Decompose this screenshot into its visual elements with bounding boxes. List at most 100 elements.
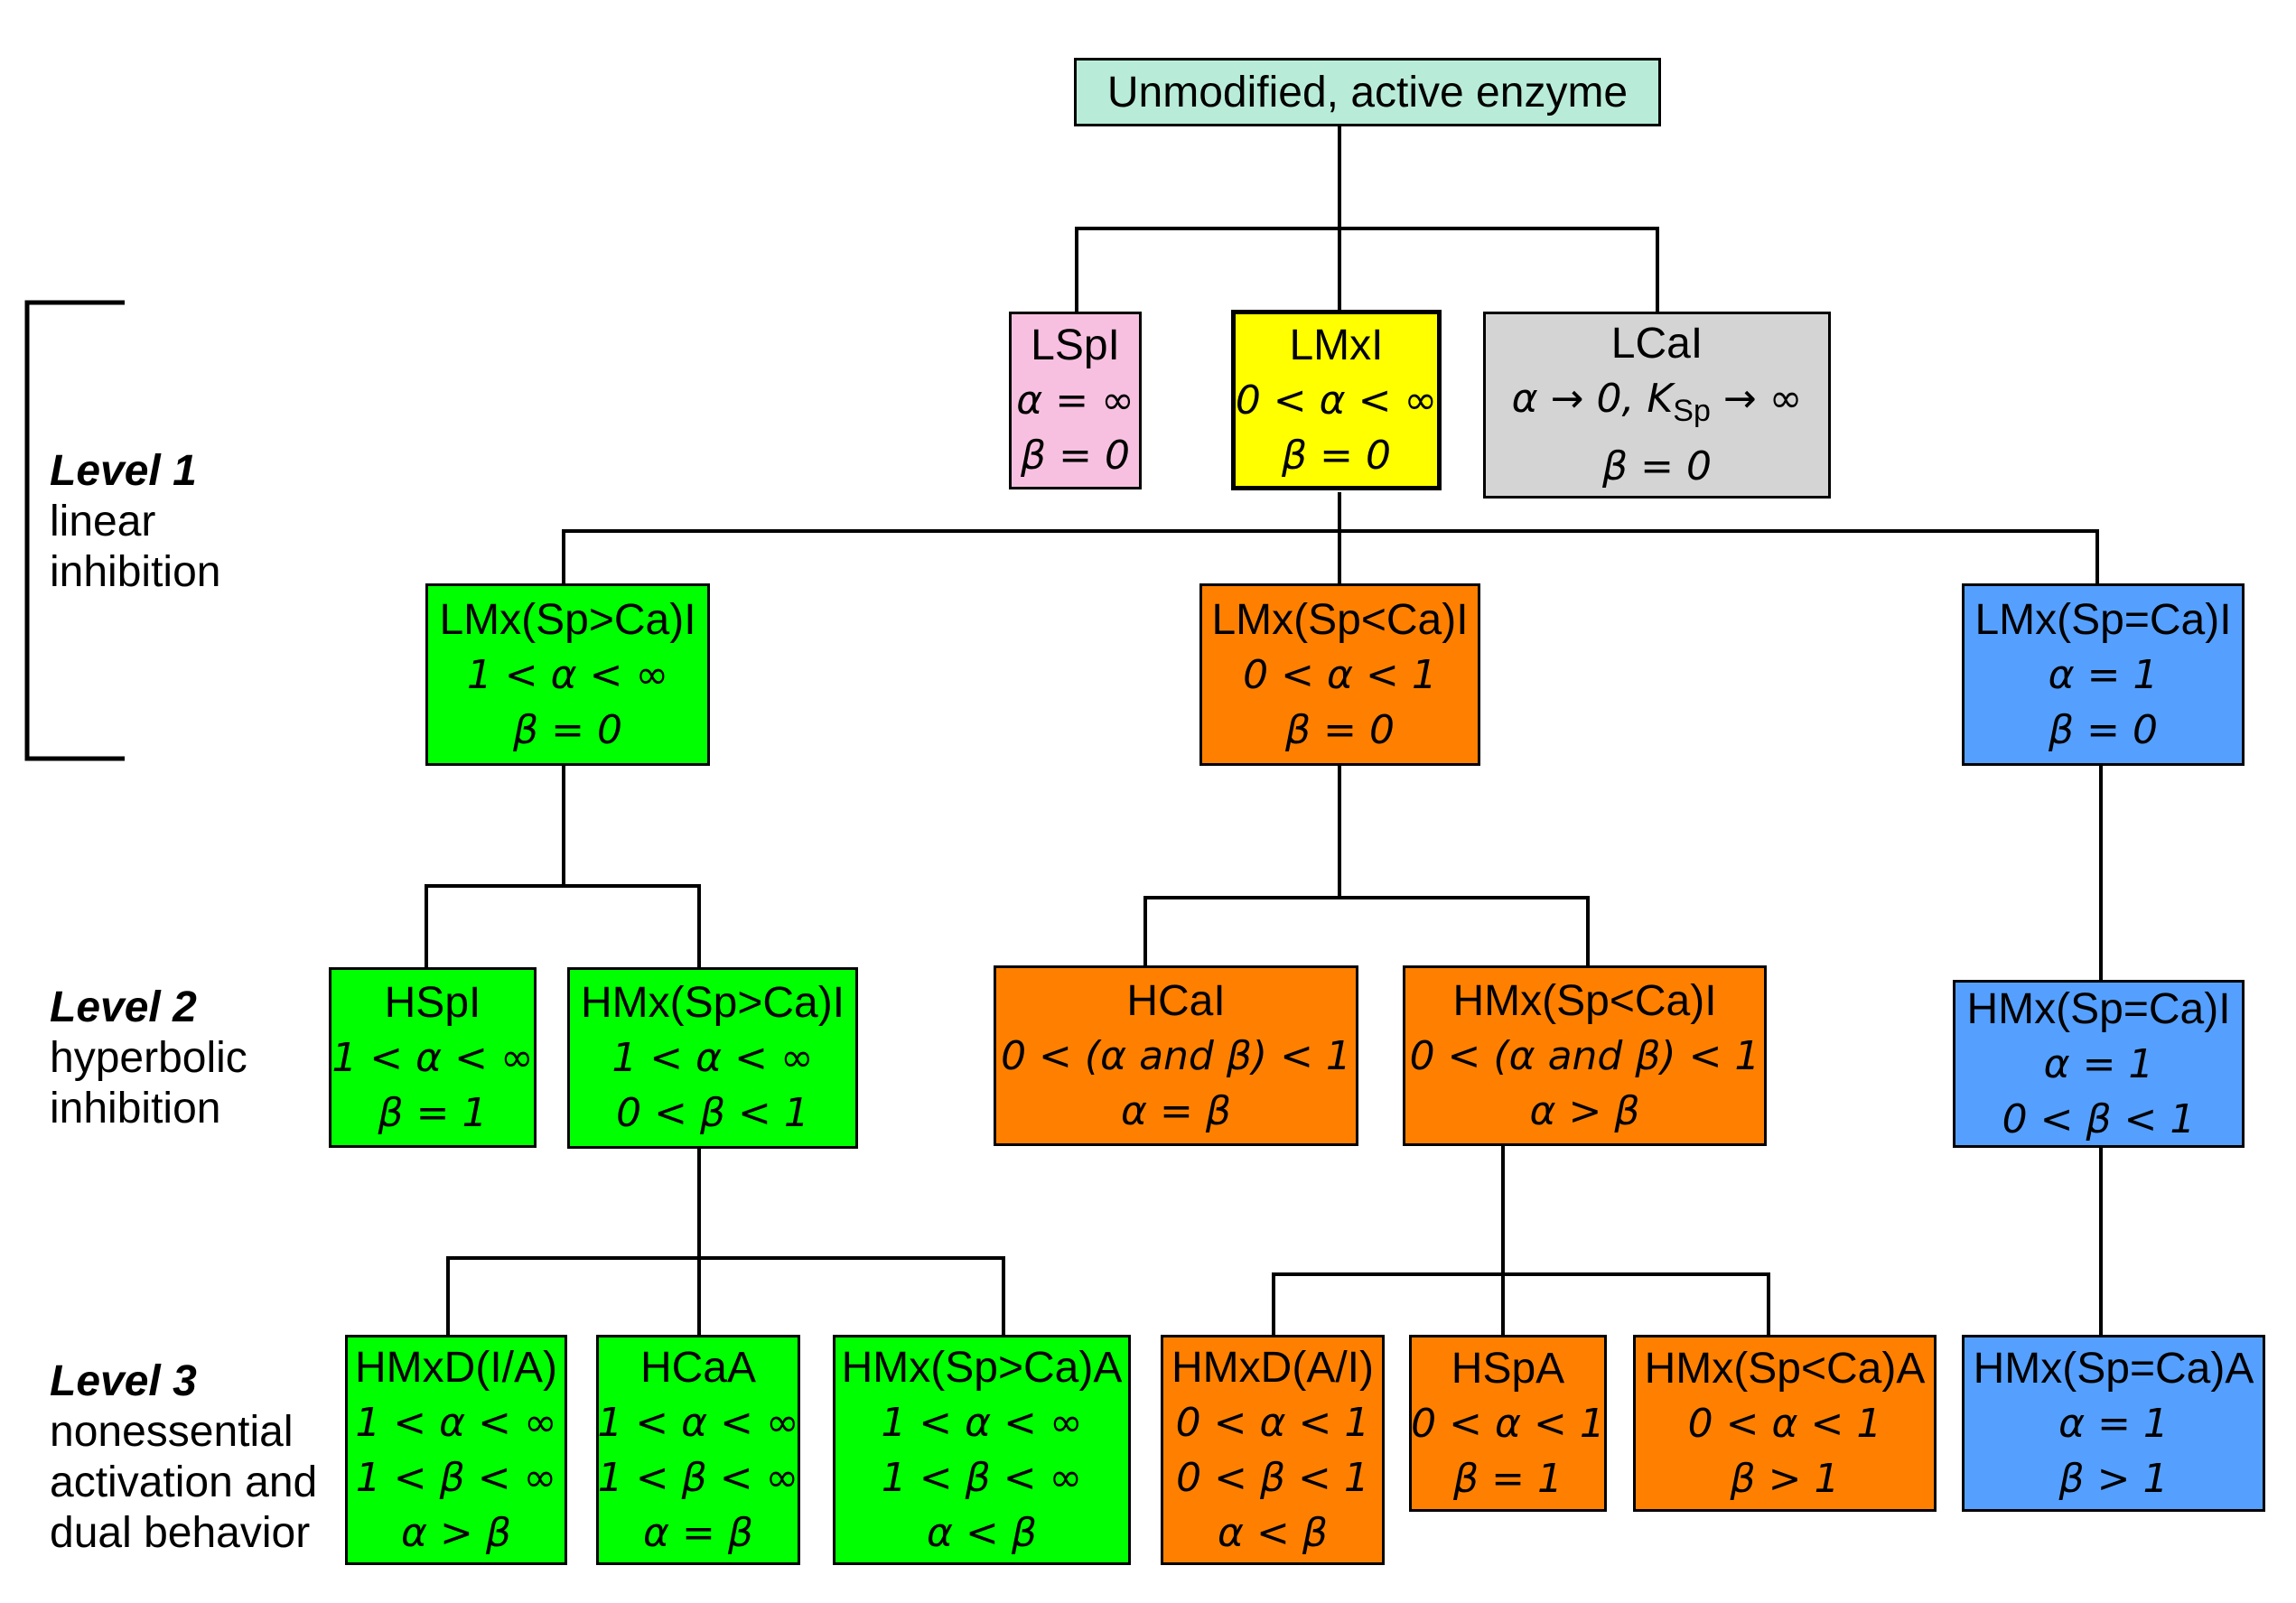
- node-condition: α > β: [401, 1509, 511, 1556]
- node-label: LCaI: [1610, 320, 1703, 368]
- node-condition: α < β: [927, 1509, 1037, 1556]
- node-condition: β = 0: [1021, 433, 1130, 479]
- node-label: Unmodified, active enzyme: [1106, 68, 1629, 116]
- level-title: Level 3: [50, 1357, 197, 1405]
- node-condition: 0 < β < 1: [616, 1090, 809, 1136]
- node-condition: α = 1: [2058, 1400, 2169, 1447]
- level-description: dual behavior: [50, 1509, 311, 1557]
- level-description: nonessential: [50, 1408, 294, 1456]
- node-condition: 0 < α < ∞: [1235, 377, 1438, 424]
- node-condition: 1 < β < ∞: [355, 1454, 557, 1501]
- node-label: HCaI: [1126, 976, 1226, 1025]
- node-condition: 1 < α < ∞: [355, 1399, 557, 1446]
- level-title: Level 1: [50, 447, 197, 495]
- node-condition: α = 1: [2043, 1040, 2154, 1087]
- node-condition: β = 0: [2049, 706, 2158, 753]
- node-condition: β = 0: [1285, 706, 1395, 753]
- node-condition: β = 0: [513, 706, 622, 753]
- node-label: HMx(Sp<Ca)A: [1644, 1344, 1926, 1393]
- level-description: inhibition: [50, 1085, 221, 1132]
- root-node: Unmodified, active enzyme: [1074, 58, 1661, 126]
- level-title: Level 2: [50, 983, 197, 1031]
- node-label: HSpA: [1451, 1344, 1565, 1393]
- node-label: LMxI: [1289, 321, 1384, 369]
- node-lmx-sp-gt-ca-i: LMx(Sp>Ca)I 1 < α < ∞ β = 0: [425, 583, 710, 766]
- node-condition: α < β: [1218, 1509, 1328, 1556]
- node-condition: α = β: [1121, 1087, 1231, 1134]
- level-3-caption: Level 3 nonessential activation and dual…: [50, 1356, 317, 1559]
- node-condition: α > β: [1529, 1087, 1640, 1134]
- node-condition: 1 < β < ∞: [597, 1454, 799, 1501]
- node-hmx-sp-lt-ca-a: HMx(Sp<Ca)A 0 < α < 1 β > 1: [1633, 1335, 1937, 1512]
- node-label: HMx(Sp=Ca)A: [1973, 1344, 2254, 1393]
- level-2-caption: Level 2 hyperbolic inhibition: [50, 983, 247, 1134]
- connector: [1143, 896, 1590, 967]
- node-condition: 0 < (α and β) < 1: [1001, 1032, 1351, 1079]
- node-hspa: HSpA 0 < α < 1 β = 1: [1409, 1335, 1607, 1512]
- node-label: HCaA: [639, 1343, 757, 1392]
- node-hmxd-a-i: HMxD(A/I) 0 < α < 1 0 < β < 1 α < β: [1161, 1335, 1385, 1565]
- node-label: HMxD(A/I): [1171, 1343, 1374, 1392]
- connector: [446, 1256, 1005, 1337]
- node-condition: α = 1: [2048, 651, 2159, 698]
- node-label: HMx(Sp>Ca)I: [580, 979, 845, 1027]
- node-condition: α = β: [643, 1509, 753, 1556]
- node-condition: 0 < α < 1: [1175, 1399, 1370, 1446]
- node-condition: α = ∞: [1016, 377, 1134, 424]
- node-hmx-sp-gt-ca-i: HMx(Sp>Ca)I 1 < α < ∞ 0 < β < 1: [567, 967, 858, 1149]
- node-condition: β = 1: [1453, 1455, 1563, 1502]
- level-1-caption: Level 1 linear inhibition: [50, 446, 220, 598]
- node-condition: 0 < α < 1: [1687, 1400, 1882, 1447]
- node-hcai: HCaI 0 < (α and β) < 1 α = β: [994, 965, 1358, 1146]
- node-condition: 1 < α < ∞: [597, 1399, 799, 1446]
- node-label: HMx(Sp=Ca)I: [1966, 984, 2231, 1033]
- node-hspi: HSpI 1 < α < ∞ β = 1: [329, 967, 537, 1148]
- node-condition: 0 < β < 1: [2002, 1095, 2196, 1142]
- node-condition: 0 < β < 1: [1176, 1454, 1369, 1501]
- node-lmx-sp-eq-ca-i: LMx(Sp=Ca)I α = 1 β = 0: [1962, 583, 2245, 766]
- node-condition: 0 < (α and β) < 1: [1409, 1032, 1760, 1079]
- node-label: HMxD(I/A): [355, 1343, 557, 1392]
- node-condition: β = 0: [1282, 432, 1391, 479]
- node-lspi: LSpI α = ∞ β = 0: [1009, 312, 1142, 489]
- node-condition: 1 < α < ∞: [881, 1399, 1083, 1446]
- node-hmxd-i-a: HMxD(I/A) 1 < α < ∞ 1 < β < ∞ α > β: [345, 1335, 567, 1565]
- level-description: linear: [50, 498, 156, 545]
- node-label: LMx(Sp=Ca)I: [1974, 595, 2232, 644]
- node-hcaa: HCaA 1 < α < ∞ 1 < β < ∞ α = β: [596, 1335, 800, 1565]
- node-label: LMx(Sp<Ca)I: [1211, 595, 1469, 644]
- node-hmx-sp-eq-ca-i: HMx(Sp=Ca)I α = 1 0 < β < 1: [1953, 980, 2245, 1148]
- connector: [425, 884, 701, 969]
- node-condition: 0 < α < 1: [1243, 651, 1437, 698]
- level-description: activation and: [50, 1459, 318, 1506]
- node-label: LMx(Sp>Ca)I: [439, 595, 696, 644]
- node-lcai: LCaI α → 0, KSp → ∞ β = 0: [1483, 312, 1831, 499]
- level-description: hyperbolic: [50, 1034, 247, 1082]
- connector: [1272, 1272, 1770, 1337]
- node-hmx-sp-eq-ca-a: HMx(Sp=Ca)A α = 1 β > 1: [1962, 1335, 2265, 1512]
- node-lmxi: LMxI 0 < α < ∞ β = 0: [1231, 310, 1442, 490]
- node-lmx-sp-lt-ca-i: LMx(Sp<Ca)I 0 < α < 1 β = 0: [1199, 583, 1480, 766]
- node-label: LSpI: [1031, 322, 1120, 369]
- level-1-bracket: [24, 300, 125, 761]
- node-label: HMx(Sp<Ca)I: [1452, 976, 1717, 1025]
- node-condition: 1 < β < ∞: [881, 1454, 1083, 1501]
- node-condition: 1 < α < ∞: [611, 1035, 814, 1081]
- connector: [562, 529, 2099, 585]
- node-hmx-sp-lt-ca-i: HMx(Sp<Ca)I 0 < (α and β) < 1 α > β: [1403, 965, 1767, 1146]
- node-condition: α → 0, KSp → ∞: [1511, 376, 1803, 428]
- node-condition: β = 0: [1602, 443, 1712, 489]
- node-condition: β > 1: [1730, 1455, 1840, 1502]
- node-condition: 0 < α < 1: [1411, 1400, 1605, 1447]
- node-condition: 1 < α < ∞: [331, 1034, 534, 1081]
- level-description: inhibition: [50, 548, 221, 596]
- node-label: HMx(Sp>Ca)A: [841, 1343, 1123, 1392]
- node-condition: β > 1: [2058, 1455, 2169, 1502]
- node-condition: β = 1: [378, 1089, 488, 1136]
- node-condition: 1 < α < ∞: [466, 651, 669, 698]
- node-hmx-sp-gt-ca-a: HMx(Sp>Ca)A 1 < α < ∞ 1 < β < ∞ α < β: [833, 1335, 1131, 1565]
- node-label: HSpI: [384, 978, 481, 1027]
- connector: [1075, 227, 1659, 313]
